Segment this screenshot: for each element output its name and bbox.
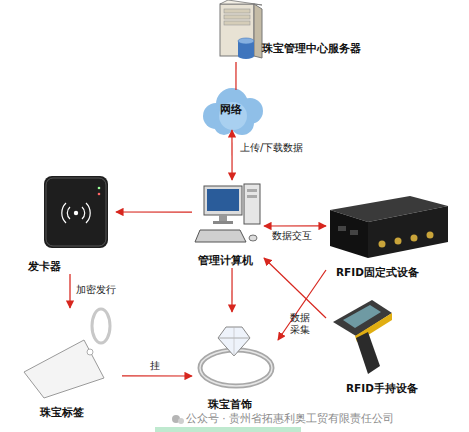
connector-arrow xyxy=(231,130,232,180)
tag-node: 珠宝标签 xyxy=(18,308,122,422)
node-label: RFID固定式设备 xyxy=(336,266,450,279)
connector-arrow xyxy=(69,274,70,308)
device-node: RFID固定式设备 xyxy=(326,192,450,280)
node-label: RFID手持设备 xyxy=(346,382,446,395)
highlight-bar xyxy=(155,427,301,432)
node-label: 珠宝管理中心服务器 xyxy=(262,42,376,55)
jewelry-node: 珠宝首饰 xyxy=(192,312,278,412)
node-label: 管理计算机 xyxy=(198,254,264,267)
edge-label: 加密发行 xyxy=(76,284,126,296)
computer-node: 管理计算机 xyxy=(192,180,264,268)
connector-arrow xyxy=(122,375,192,376)
network-cloud: 网络 xyxy=(202,90,260,130)
node-label: 珠宝标签 xyxy=(40,406,122,419)
card-issuer-icon xyxy=(44,176,108,248)
node-label: 网络 xyxy=(220,103,260,116)
cloud-icon xyxy=(203,88,263,135)
watermark-icon xyxy=(172,415,184,424)
server-node: 珠宝管理中心服务器 xyxy=(216,2,376,62)
watermark-text: 公众号 · 贵州省拓惠利奥工贸有限责任公司 xyxy=(186,412,394,425)
device-node: RFID手持设备 xyxy=(326,296,446,396)
edge-label: 上传/下载数据 xyxy=(240,142,320,154)
connector-arrow xyxy=(264,225,326,226)
connector-arrow xyxy=(235,62,236,90)
node-label: 珠宝首饰 xyxy=(208,398,278,411)
connector-arrow xyxy=(116,211,192,212)
server-icon xyxy=(220,0,262,59)
edge-label: 数据交互 xyxy=(272,230,322,242)
rfid-reader-icon xyxy=(330,196,448,258)
connector-arrow xyxy=(278,270,326,340)
edge-label: 挂 xyxy=(150,360,164,372)
device-node: 发卡器 xyxy=(26,172,116,274)
ring-icon xyxy=(200,327,272,386)
tag-icon xyxy=(24,309,110,398)
node-label: 发卡器 xyxy=(28,260,116,273)
connector-arrow xyxy=(264,258,326,318)
connector-arrow xyxy=(231,268,232,312)
computer-icon xyxy=(195,184,260,242)
handheld-reader-icon xyxy=(333,300,392,374)
edge-label: 数据 采集 xyxy=(290,312,314,336)
